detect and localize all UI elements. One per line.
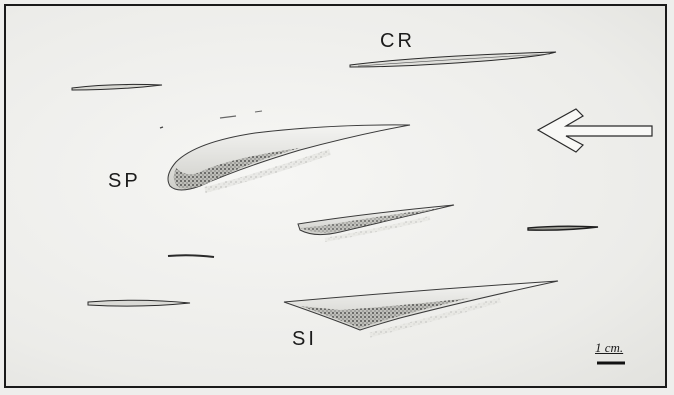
si-wedge xyxy=(284,281,558,335)
cr-streak xyxy=(350,52,556,67)
label-cr: CR xyxy=(380,31,415,51)
streak-upper-left xyxy=(72,84,162,90)
middle-wedge xyxy=(298,205,454,240)
sp-comet xyxy=(168,125,410,190)
left-arrow-icon xyxy=(538,109,652,152)
streak-lower-left xyxy=(88,300,190,306)
scale-bar-label: 1 cm. xyxy=(595,340,623,356)
streak-right xyxy=(528,226,598,230)
label-si: SI xyxy=(292,329,317,349)
label-sp: SP xyxy=(108,171,141,191)
streak-middle-left xyxy=(168,255,214,257)
small-marks xyxy=(160,111,262,128)
